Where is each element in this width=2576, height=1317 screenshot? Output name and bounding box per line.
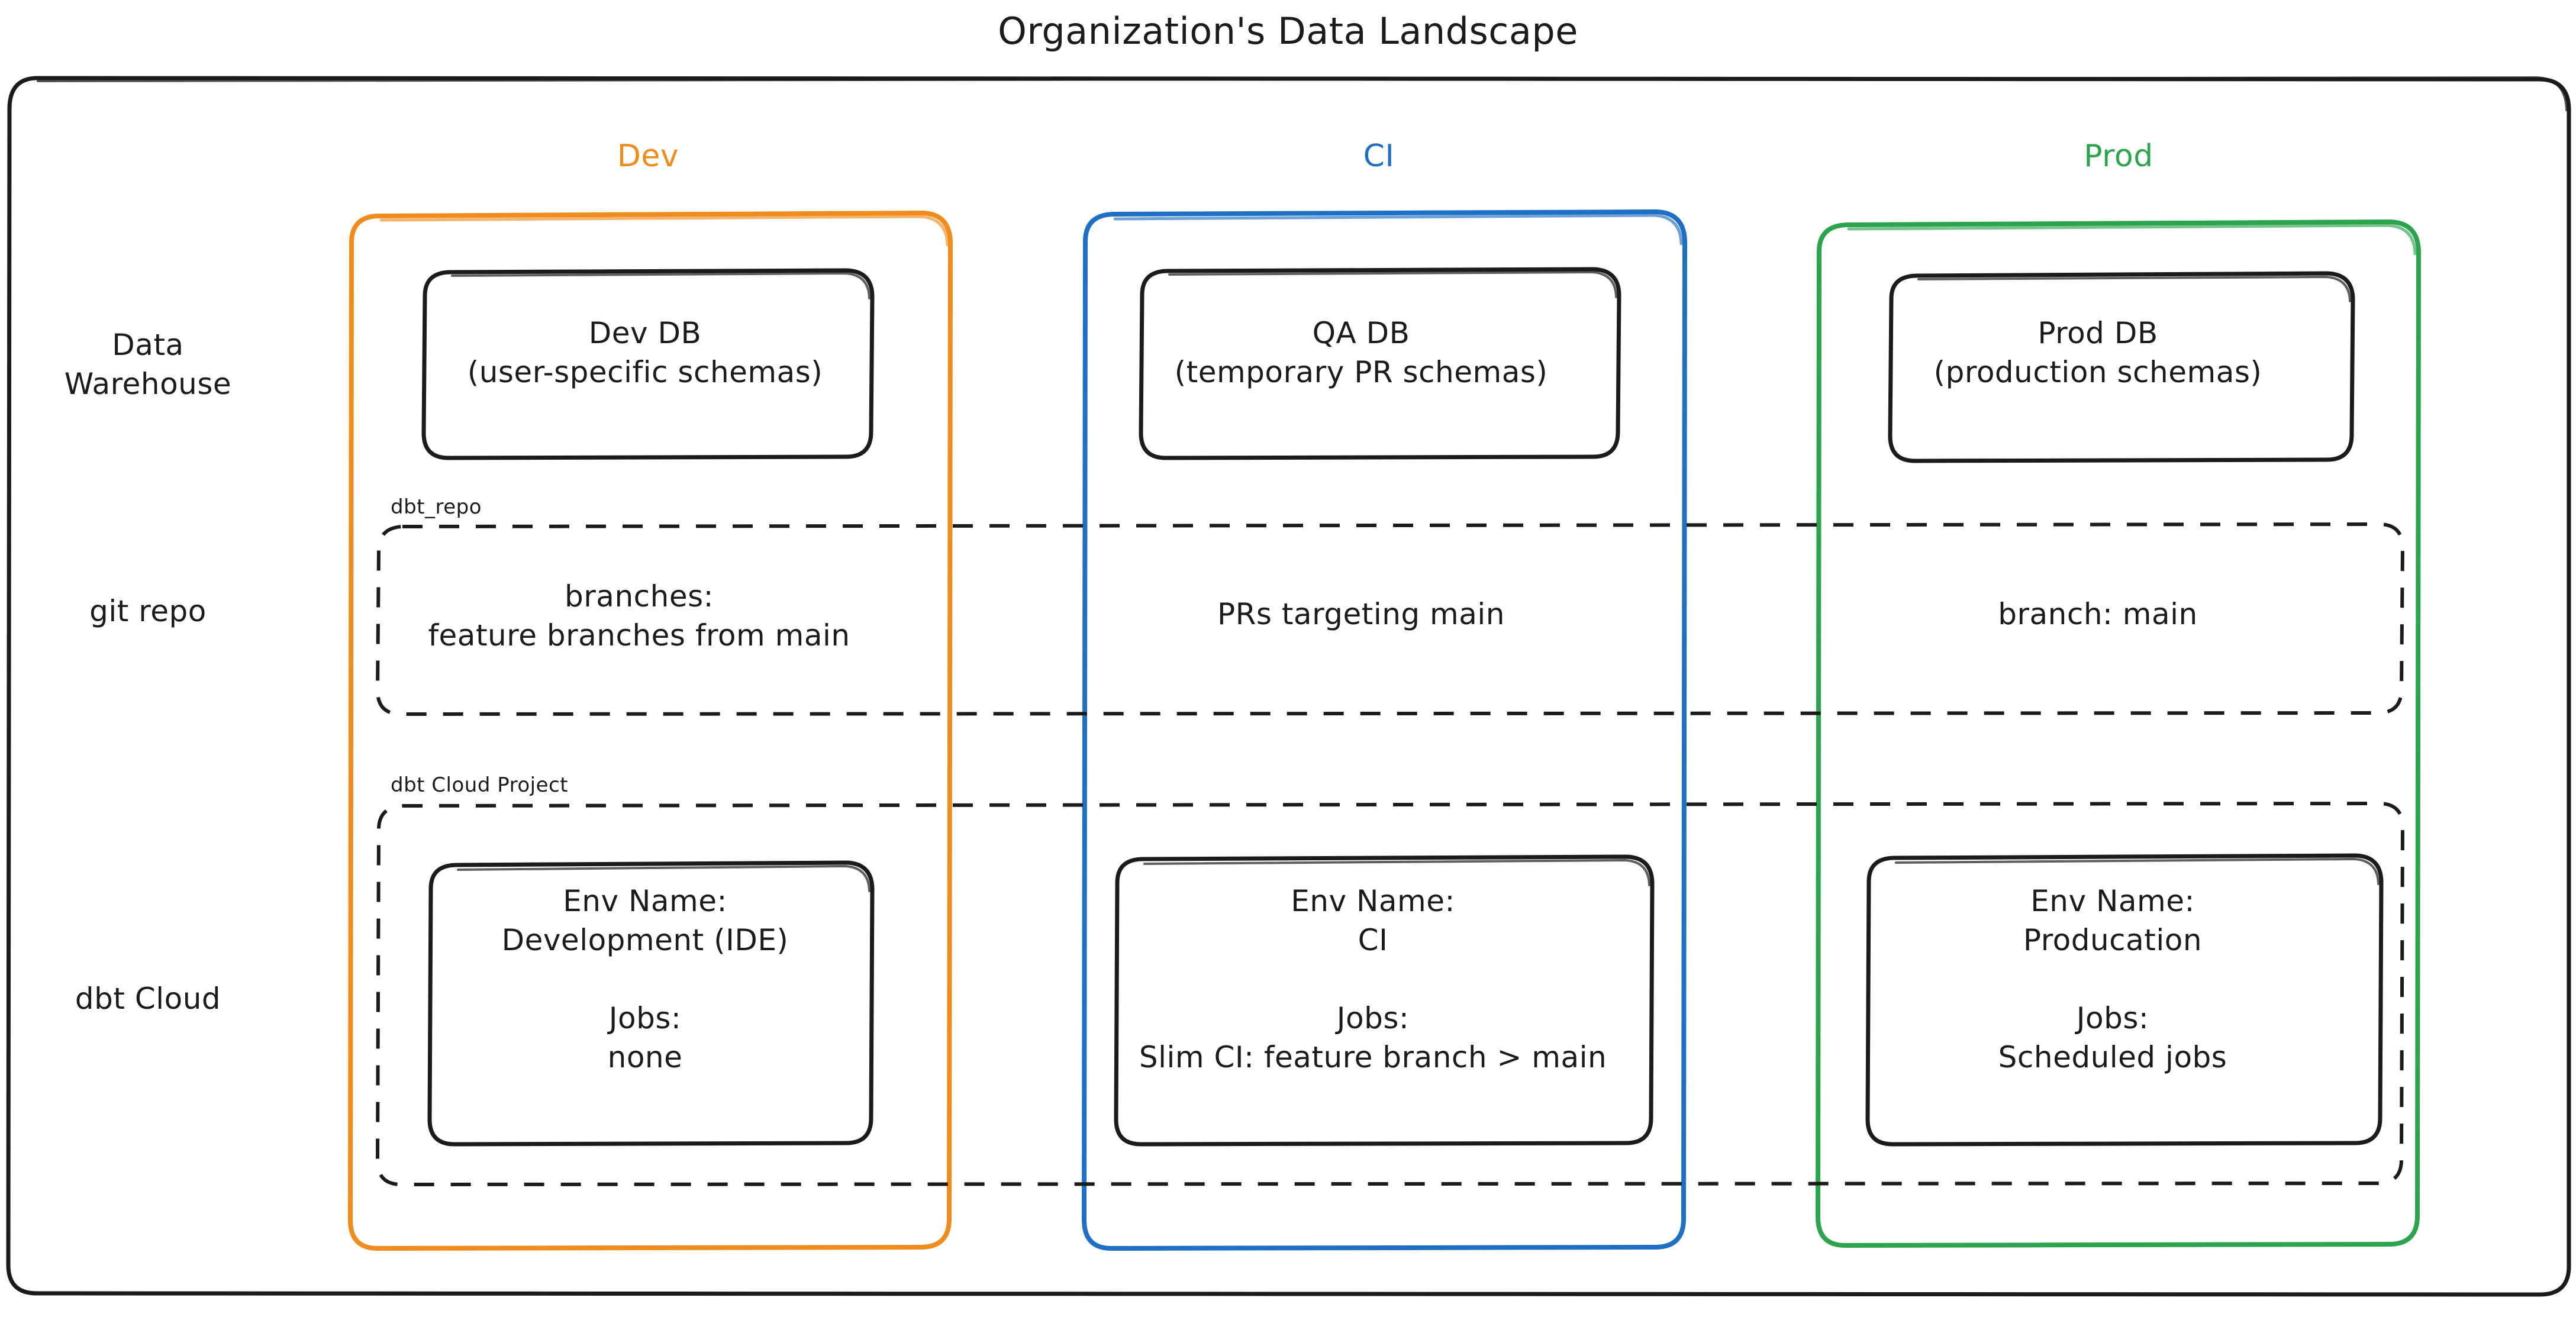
column-caption-dev: Dev	[617, 138, 679, 174]
row-label-dbt-cloud: dbt Cloud	[75, 982, 221, 1016]
node-box-cloud-ci[interactable]	[1114, 854, 1655, 1147]
node-label-git-prod: branch: main	[1998, 597, 2198, 631]
group-caption-dbt-cloud-project: dbt Cloud Project	[391, 773, 569, 797]
node-label-cloud-ci: Env Name: CI Jobs: Slim CI: feature bran…	[1139, 884, 1607, 1074]
node-label-cloud-prod: Env Name: Producation Jobs: Scheduled jo…	[1998, 884, 2227, 1074]
node-box-prod-db[interactable]	[1888, 271, 2355, 463]
group-frame-dbt-cloud-project	[375, 801, 2405, 1187]
group-caption-dbt-repo: dbt_repo	[391, 495, 482, 519]
outer-frame	[6, 76, 2571, 1297]
node-label-git-dev: branches: feature branches from main	[428, 579, 850, 653]
node-label-git-ci: PRs targeting main	[1217, 597, 1505, 631]
column-frame-ci	[1081, 209, 1688, 1251]
node-box-cloud-dev[interactable]	[427, 860, 875, 1147]
node-label-cloud-dev: Env Name: Development (IDE) Jobs: none	[501, 884, 789, 1074]
node-label-prod-db: Prod DB (production schemas)	[1933, 316, 2262, 389]
node-box-qa-db[interactable]	[1139, 267, 1621, 460]
page-title: Organization's Data Landscape	[998, 9, 1578, 53]
node-label-qa-db: QA DB (temporary PR schemas)	[1174, 316, 1548, 389]
node-box-dev-db[interactable]	[421, 268, 875, 460]
column-caption-prod: Prod	[2084, 138, 2153, 174]
row-label-data-warehouse: Data Warehouse	[64, 328, 232, 401]
row-label-git-repo: git repo	[89, 594, 207, 628]
node-label-dev-db: Dev DB (user-specific schemas)	[467, 316, 823, 389]
column-frame-dev	[347, 210, 953, 1251]
node-box-cloud-prod[interactable]	[1865, 853, 2384, 1147]
column-caption-ci: CI	[1363, 138, 1395, 174]
column-frame-prod	[1815, 219, 2422, 1248]
